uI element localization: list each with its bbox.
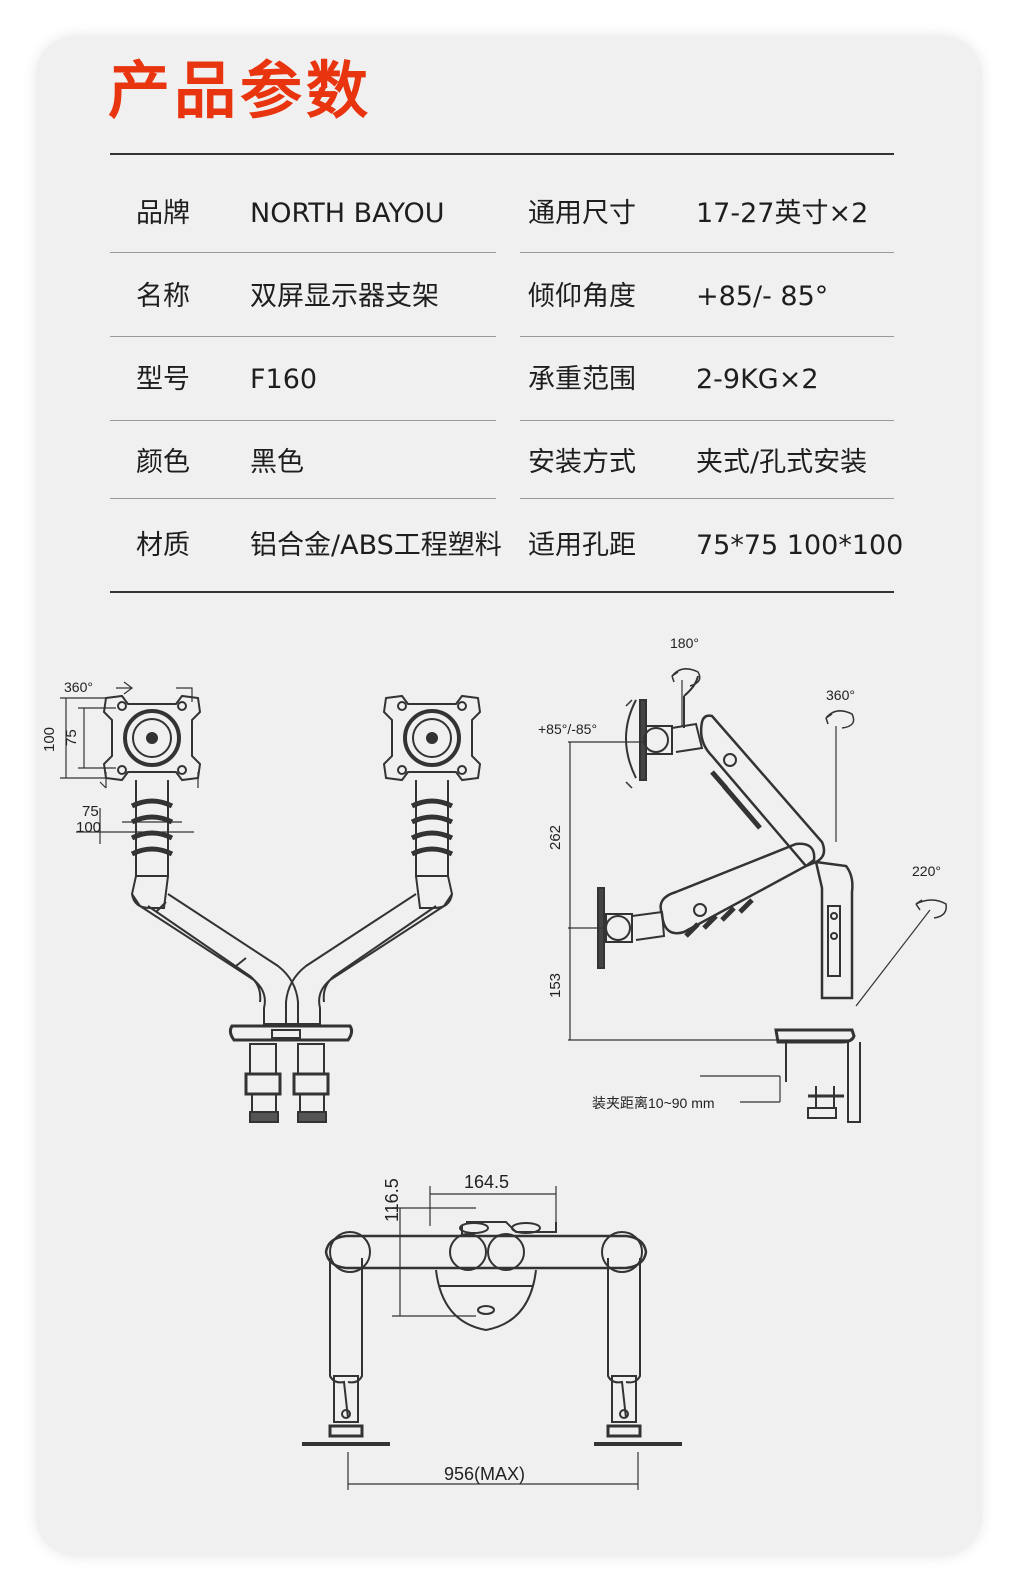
right-arm: [285, 780, 454, 1025]
clamp-base: [228, 1024, 354, 1123]
side-tilt: +85°/-85°: [538, 721, 597, 737]
side-dimensions: [568, 680, 931, 1103]
row-divider: [110, 336, 496, 337]
row-divider: [520, 420, 894, 421]
front-view-diagram: 360° 100 75 75 100: [41, 679, 482, 1123]
top-view-diagram: 116.5 164.5 956(MAX): [302, 1172, 682, 1490]
side-pole: [774, 860, 861, 1123]
side-view-diagram: 180° 360° +85°/-85° 262 153 220° 装夹距离10~…: [538, 635, 947, 1123]
side-height-upper: 262: [547, 825, 564, 850]
top-center-width: 164.5: [464, 1172, 509, 1192]
spec-value: 铝合金/ABS工程塑料: [250, 530, 502, 561]
spec-value: 17-27英寸×2: [696, 198, 869, 229]
rotate-icons: [625, 668, 947, 919]
spec-label: 材质: [136, 530, 190, 561]
front-dim-75: 75: [63, 729, 80, 746]
top-max-width: 956(MAX): [444, 1464, 525, 1484]
spec-value: 2-9KG×2: [696, 364, 819, 395]
side-swivel: 220°: [912, 863, 941, 879]
spec-value: NORTH BAYOU: [250, 198, 445, 229]
right-vesa-plate: [382, 694, 482, 782]
table-top-rule: [110, 153, 894, 155]
row-divider: [520, 252, 894, 253]
spec-label: 通用尺寸: [528, 198, 636, 229]
row-divider: [520, 336, 894, 337]
spec-label: 品牌: [136, 198, 190, 229]
side-rotate-top: 180°: [670, 635, 699, 651]
front-dim-100: 100: [41, 727, 58, 752]
side-height-lower: 153: [547, 973, 564, 998]
row-divider: [110, 252, 496, 253]
side-upper-arm: [625, 675, 826, 868]
spec-value: 夹式/孔式安装: [696, 447, 868, 478]
side-clamp-range: 装夹距离10~90 mm: [592, 1095, 715, 1111]
front-rotate-label: 360°: [64, 679, 93, 695]
row-divider: [520, 498, 894, 499]
spec-label: 名称: [136, 281, 190, 312]
spec-label: 承重范围: [528, 364, 636, 395]
side-rotate-arm: 360°: [826, 687, 855, 703]
spec-label: 安装方式: [528, 447, 636, 478]
spec-value: 黑色: [250, 447, 304, 478]
spec-label: 颜色: [136, 447, 190, 478]
top-left-arm: [302, 1258, 390, 1446]
spec-label: 型号: [136, 364, 190, 395]
spec-label: 倾仰角度: [528, 281, 636, 312]
spec-card: 产品参数 品牌 NORTH BAYOU 通用尺寸 17-27英寸×2 名称 双屏…: [36, 36, 982, 1556]
top-right-arm: [594, 1258, 682, 1446]
table-bottom-rule: [110, 591, 894, 593]
row-divider: [110, 420, 496, 421]
page-title: 产品参数: [108, 54, 373, 127]
top-dimensions: [347, 1186, 639, 1490]
row-divider: [110, 498, 496, 499]
top-crossbar: [324, 1221, 648, 1332]
front-dim-100h: 100: [76, 819, 101, 836]
vesa-dimensions: [60, 681, 199, 844]
spec-value: +85/- 85°: [696, 281, 829, 312]
spec-value: F160: [250, 364, 318, 395]
left-arm: [130, 780, 299, 1025]
front-dim-75h: 75: [82, 803, 99, 820]
spec-label: 适用孔距: [528, 530, 636, 561]
top-depth: 116.5: [382, 1178, 402, 1222]
spec-value: 75*75 100*100: [696, 530, 904, 561]
spec-value: 双屏显示器支架: [250, 281, 439, 312]
